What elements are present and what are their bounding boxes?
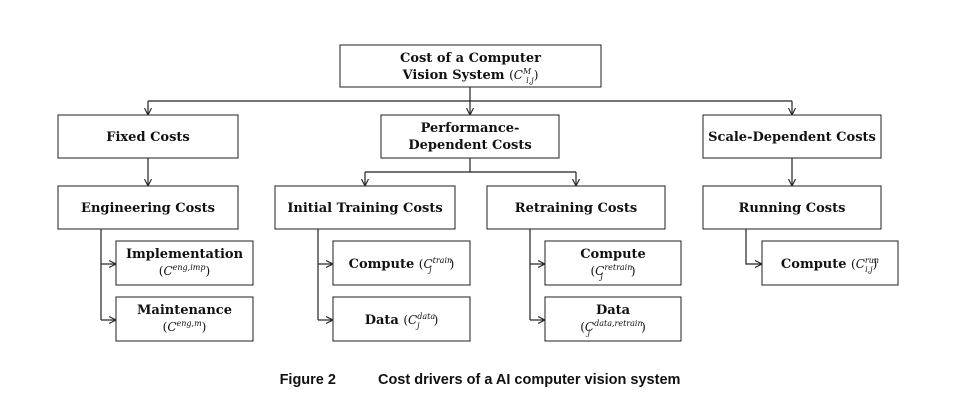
connector-running-branch xyxy=(745,229,762,264)
scale-costs-label: Scale-Dependent Costs xyxy=(708,130,876,145)
data-retrain-label: Data xyxy=(596,303,631,318)
fixed-costs-label: Fixed Costs xyxy=(106,130,189,145)
node-retraining-costs: Retraining Costs xyxy=(486,185,666,230)
node-initial-training-costs: Initial Training Costs xyxy=(274,185,456,230)
node-engineering-costs: Engineering Costs xyxy=(57,185,239,230)
performance-costs-line2: Dependent Costs xyxy=(408,138,531,153)
performance-costs-line1: Performance- xyxy=(421,121,520,136)
compute-retrain-label: Compute xyxy=(580,247,646,262)
figure-number: Figure 2 xyxy=(279,372,336,388)
engineering-costs-label: Engineering Costs xyxy=(81,201,215,216)
node-fixed-costs: Fixed Costs xyxy=(57,114,239,159)
running-costs-label: Running Costs xyxy=(739,201,846,216)
root-title-line1: Cost of a Computer xyxy=(400,51,541,66)
retraining-costs-label: Retraining Costs xyxy=(515,201,637,216)
implementation-cost-symbol: (Ceng,imp) xyxy=(159,263,210,278)
initial-training-costs-label: Initial Training Costs xyxy=(287,201,442,216)
connectors xyxy=(100,87,792,320)
figure-caption-text: Cost drivers of a AI computer vision sys… xyxy=(377,372,681,388)
maintenance-cost-symbol: (Ceng,m) xyxy=(163,319,207,334)
node-performance-costs: Performance- Dependent Costs xyxy=(380,114,560,159)
figure-caption: Figure 2 Cost drivers of a AI computer vi… xyxy=(0,372,960,388)
implementation-label: Implementation xyxy=(126,247,244,262)
maintenance-label: Maintenance xyxy=(137,303,232,318)
node-scale-costs: Scale-Dependent Costs xyxy=(702,114,882,159)
node-running-costs: Running Costs xyxy=(702,185,882,230)
node-implementation: Implementation (Ceng,imp) xyxy=(115,240,254,286)
node-maintenance: Maintenance (Ceng,m) xyxy=(115,296,254,342)
